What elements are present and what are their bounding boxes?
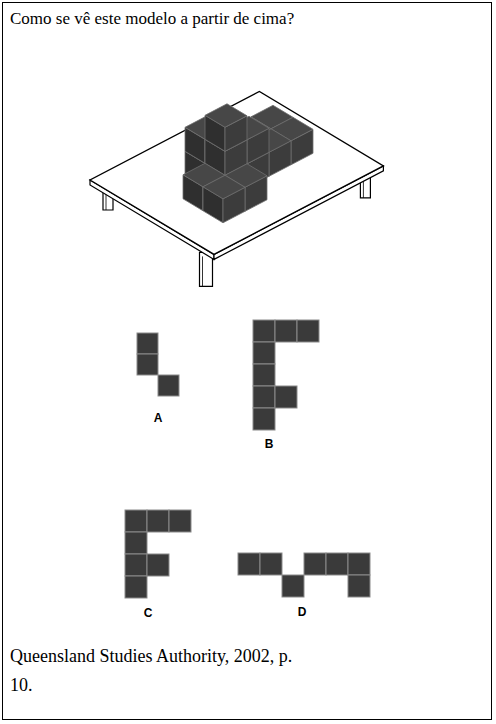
top-view-square xyxy=(260,553,282,575)
top-view-square xyxy=(275,320,297,342)
top-view-square xyxy=(147,510,169,532)
top-view-square xyxy=(253,408,275,430)
top-view-square xyxy=(297,320,319,342)
source-caption: Queensland Studies Authority, 2002, p. 1… xyxy=(10,642,300,700)
option-letter: D xyxy=(298,605,307,619)
top-view-square xyxy=(253,320,275,342)
top-view-square xyxy=(125,576,147,598)
option-letter: A xyxy=(154,411,163,425)
top-view-square xyxy=(348,575,370,597)
top-view-square xyxy=(238,553,260,575)
top-view-square xyxy=(169,510,191,532)
top-view-square xyxy=(147,554,169,576)
top-view-square xyxy=(253,386,275,408)
top-view-square xyxy=(282,575,304,597)
top-view-square xyxy=(125,554,147,576)
top-view-square xyxy=(125,510,147,532)
table-leg-edge xyxy=(202,256,203,286)
top-view-square xyxy=(304,553,326,575)
top-view-square xyxy=(326,553,348,575)
top-view-square xyxy=(137,354,158,375)
cube-face xyxy=(205,104,247,128)
option-letter: C xyxy=(144,606,153,620)
cube-face xyxy=(203,175,245,199)
table-top xyxy=(90,92,383,255)
top-view-square xyxy=(125,532,147,554)
question-title: Como se vê este modelo a partir de cima? xyxy=(10,8,480,30)
top-view-square xyxy=(348,553,370,575)
top-view-square xyxy=(275,386,297,408)
top-view-square xyxy=(253,342,275,364)
top-view-square xyxy=(158,375,179,396)
top-view-square xyxy=(253,364,275,386)
top-view-square xyxy=(137,333,158,354)
option-letter: B xyxy=(265,437,274,451)
